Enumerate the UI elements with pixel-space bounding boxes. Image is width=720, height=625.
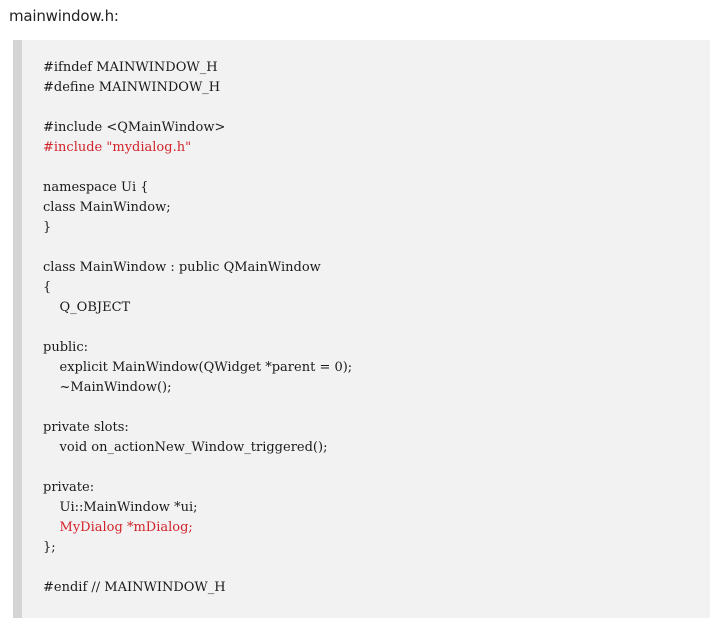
code-line: Q_OBJECT: [43, 300, 131, 315]
code-line: [43, 238, 352, 258]
code-line: [43, 98, 352, 118]
code-line: ~MainWindow();: [43, 380, 172, 395]
file-title: mainwindow.h:: [9, 7, 119, 25]
code-line: class MainWindow : public QMainWindow: [43, 260, 321, 275]
code-line: public:: [43, 340, 88, 355]
code-line: }: [43, 220, 52, 235]
code-line: };: [43, 540, 56, 555]
code-line-highlighted: #include "mydialog.h": [43, 140, 192, 155]
code-line: #include <QMainWindow>: [43, 120, 226, 135]
code-line: [43, 458, 352, 478]
code-line: private:: [43, 480, 95, 495]
code-line: [43, 398, 352, 418]
code-line: [43, 318, 352, 338]
code-block: #ifndef MAINWINDOW_H #define MAINWINDOW_H…: [13, 40, 710, 618]
code-line: Ui::MainWindow *ui;: [43, 500, 198, 515]
code-line: explicit MainWindow(QWidget *parent = 0)…: [43, 360, 353, 375]
code-line: void on_actionNew_Window_triggered();: [43, 440, 328, 455]
code-line: #define MAINWINDOW_H: [43, 80, 221, 95]
code-line: [43, 158, 352, 178]
code-line: {: [43, 280, 52, 295]
code-line: private slots:: [43, 420, 129, 435]
code-line: #ifndef MAINWINDOW_H: [43, 60, 218, 75]
code-line: namespace Ui {: [43, 180, 149, 195]
code-line: #endif // MAINWINDOW_H: [43, 580, 226, 595]
code-line: class MainWindow;: [43, 200, 171, 215]
code-line-highlighted: MyDialog *mDialog;: [43, 520, 193, 535]
code-line: [43, 558, 352, 578]
code-listing: #ifndef MAINWINDOW_H #define MAINWINDOW_H…: [43, 58, 352, 598]
